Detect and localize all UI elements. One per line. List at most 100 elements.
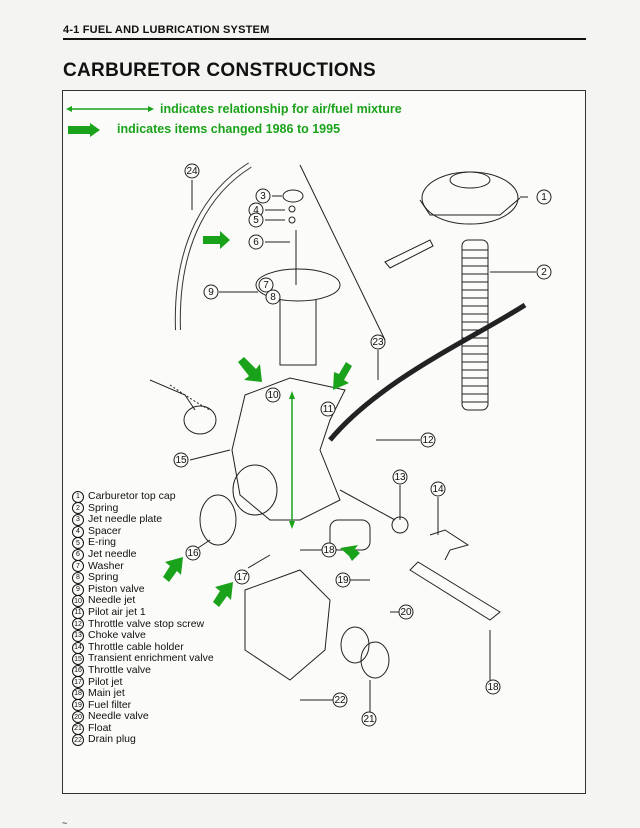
parts-list-item: 18 Main jet: [72, 687, 214, 700]
callout-label: 18: [323, 545, 335, 556]
callout-label: 4: [253, 205, 259, 216]
part-number: 3: [72, 513, 84, 526]
parts-list-item: 19 Fuel filter: [72, 698, 214, 712]
part-name: Transient enrichment valve: [88, 652, 214, 665]
callout-label: 17: [236, 572, 248, 583]
parts-list-item: 2 Spring: [72, 501, 214, 515]
callout-10: [265, 387, 281, 403]
callout-14: [430, 481, 446, 497]
part-name: Piston valve: [88, 582, 145, 595]
callout-label: 13: [394, 472, 406, 483]
part-number: 19: [72, 699, 84, 712]
callout-15: [173, 452, 189, 468]
callout-label: 10: [267, 390, 279, 401]
change-arrow-needle-jet: [238, 357, 262, 382]
callout-20: [398, 604, 414, 620]
carburetor-body-part: [231, 377, 346, 521]
part-name: Throttle valve stop screw: [88, 617, 205, 630]
change-arrow-jet-needle: [203, 231, 230, 249]
part-name: Spring: [88, 571, 119, 584]
callout-9: [203, 284, 219, 300]
callout-label: 18: [487, 682, 499, 693]
callout-label: 5: [253, 215, 259, 226]
part-number: 5: [72, 537, 84, 550]
part-number: 1: [72, 490, 84, 503]
callout-13: [392, 469, 408, 485]
callout-label: 21: [363, 714, 375, 725]
callout-label: 6: [253, 237, 259, 248]
throttle-shaft-part: [409, 561, 501, 621]
part-name: Needle jet: [88, 594, 136, 607]
part-name: Spring: [88, 501, 119, 514]
legend-text-relationship: indicates relationship for air/fuel mixt…: [160, 102, 402, 116]
legend-air-fuel: indicates relationship for air/fuel mixt…: [66, 102, 402, 116]
change-arrow-pilot-jet: [213, 582, 233, 607]
part-name: E-ring: [88, 536, 117, 549]
part-number: 18: [72, 687, 84, 700]
part-name: Pilot air jet 1: [88, 605, 146, 618]
callout-label: 16: [187, 548, 199, 559]
parts-list-item: 4 Spacer: [72, 524, 214, 538]
change-arrow-throttle-valve: [163, 557, 183, 582]
part-number: 16: [72, 664, 84, 677]
part-name: Jet needle plate: [88, 513, 163, 526]
legend-text-changed: indicates items changed 1986 to 1995: [117, 122, 341, 136]
throttle-valve-part: [199, 494, 237, 546]
diagram-frame: [62, 90, 586, 794]
part-number: 11: [72, 606, 84, 619]
callout-label: 23: [372, 337, 384, 348]
callout-19: [335, 572, 351, 588]
air-fuel-relationship-arrow: [289, 391, 295, 529]
callout-16: [185, 545, 201, 561]
parts-list-item: 5 E-ring: [72, 536, 214, 550]
section-header: 4-1 FUEL AND LUBRICATION SYSTEM: [63, 24, 270, 36]
part-name: Pilot jet: [88, 675, 123, 688]
part-number: 21: [72, 722, 84, 735]
callout-23: [370, 334, 386, 350]
parts-list-item: 12 Throttle valve stop screw: [72, 617, 214, 631]
callout-label: 20: [400, 607, 412, 618]
part-number: 7: [72, 560, 84, 573]
callout-label: 15: [175, 455, 187, 466]
part-number: 4: [72, 525, 84, 538]
callout-11: [320, 401, 336, 417]
part-number: 2: [72, 502, 84, 515]
callout-label: 1: [541, 192, 547, 203]
callout-18: [321, 542, 337, 558]
parts-list-item: 21 Float: [72, 721, 214, 735]
page-title: CARBURETOR CONSTRUCTIONS: [63, 60, 376, 81]
callout-label: 22: [334, 695, 346, 706]
change-arrow-main-jet: [340, 545, 366, 561]
part-name: Spacer: [88, 524, 122, 537]
part-number: 12: [72, 618, 84, 631]
part-number: 14: [72, 641, 84, 654]
callout-label: 7: [263, 280, 269, 291]
callout-label: 9: [208, 287, 214, 298]
piston-valve-part: [255, 268, 341, 302]
part-name: Jet needle: [88, 547, 137, 560]
part-name: Fuel filter: [88, 698, 132, 711]
part-name: Needle valve: [88, 710, 149, 723]
part-name: Main jet: [88, 687, 125, 700]
hose-23-part: [328, 302, 527, 442]
header-divider: [63, 38, 586, 40]
callout-12: [420, 432, 436, 448]
callout-label: 2: [541, 267, 547, 278]
part-name: Float: [88, 721, 112, 734]
callout-5: [248, 212, 264, 228]
callout-label: 19: [337, 575, 349, 586]
callout-label: 14: [432, 484, 444, 495]
part-name: Choke valve: [88, 629, 146, 642]
